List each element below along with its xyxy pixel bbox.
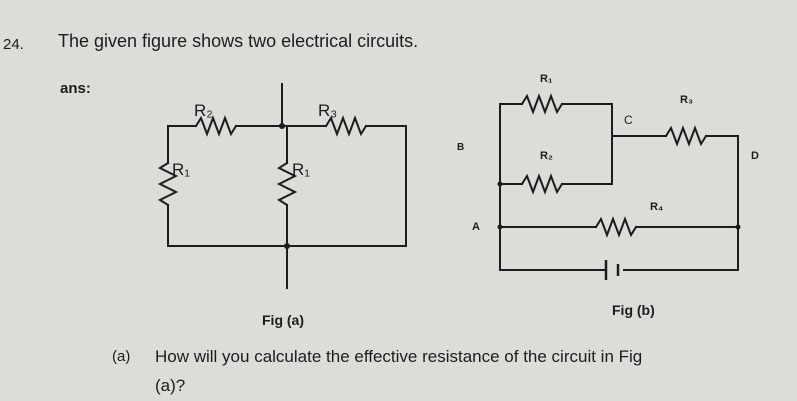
caption-fig-b: Fig (b) <box>612 302 655 318</box>
question-number: 24. <box>3 36 24 53</box>
subquestion-text-line2: (a)? <box>155 376 186 395</box>
resistor-r1-mid-a <box>276 161 298 207</box>
label-r3-b: R₃ <box>680 94 693 106</box>
label-node-a: A <box>472 221 480 233</box>
resistor-r2-a <box>194 115 238 137</box>
label-r4-b: R₄ <box>650 201 663 213</box>
resistor-r3-b <box>664 125 708 147</box>
label-r2-b: R₂ <box>540 150 553 162</box>
caption-fig-a: Fig (a) <box>262 312 304 328</box>
resistor-r4-b <box>594 216 638 238</box>
question-text: The given figure shows two electrical ci… <box>58 31 419 51</box>
label-r1-left-a: R₁ <box>172 160 190 179</box>
answer-label: ans: <box>60 80 91 97</box>
subquestion-label: (a) <box>112 348 131 365</box>
label-r3-a: R₃ <box>318 101 337 120</box>
label-node-c: C <box>624 113 633 127</box>
circuit-fig-b <box>499 93 739 271</box>
label-r1-b: R₁ <box>540 73 553 85</box>
label-node-b: B <box>457 142 464 153</box>
resistor-r1-left-a <box>157 161 179 207</box>
resistor-r3-a <box>324 115 368 137</box>
label-r2-a: R₂ <box>194 101 213 120</box>
battery-b <box>604 260 620 280</box>
resistor-r1-b <box>520 93 564 115</box>
label-node-d: D <box>751 150 759 162</box>
label-r1-mid-a: R₁ <box>292 160 310 179</box>
subquestion-text-line1: How will you calculate the effective res… <box>155 347 643 366</box>
resistor-r2-b <box>520 173 564 195</box>
